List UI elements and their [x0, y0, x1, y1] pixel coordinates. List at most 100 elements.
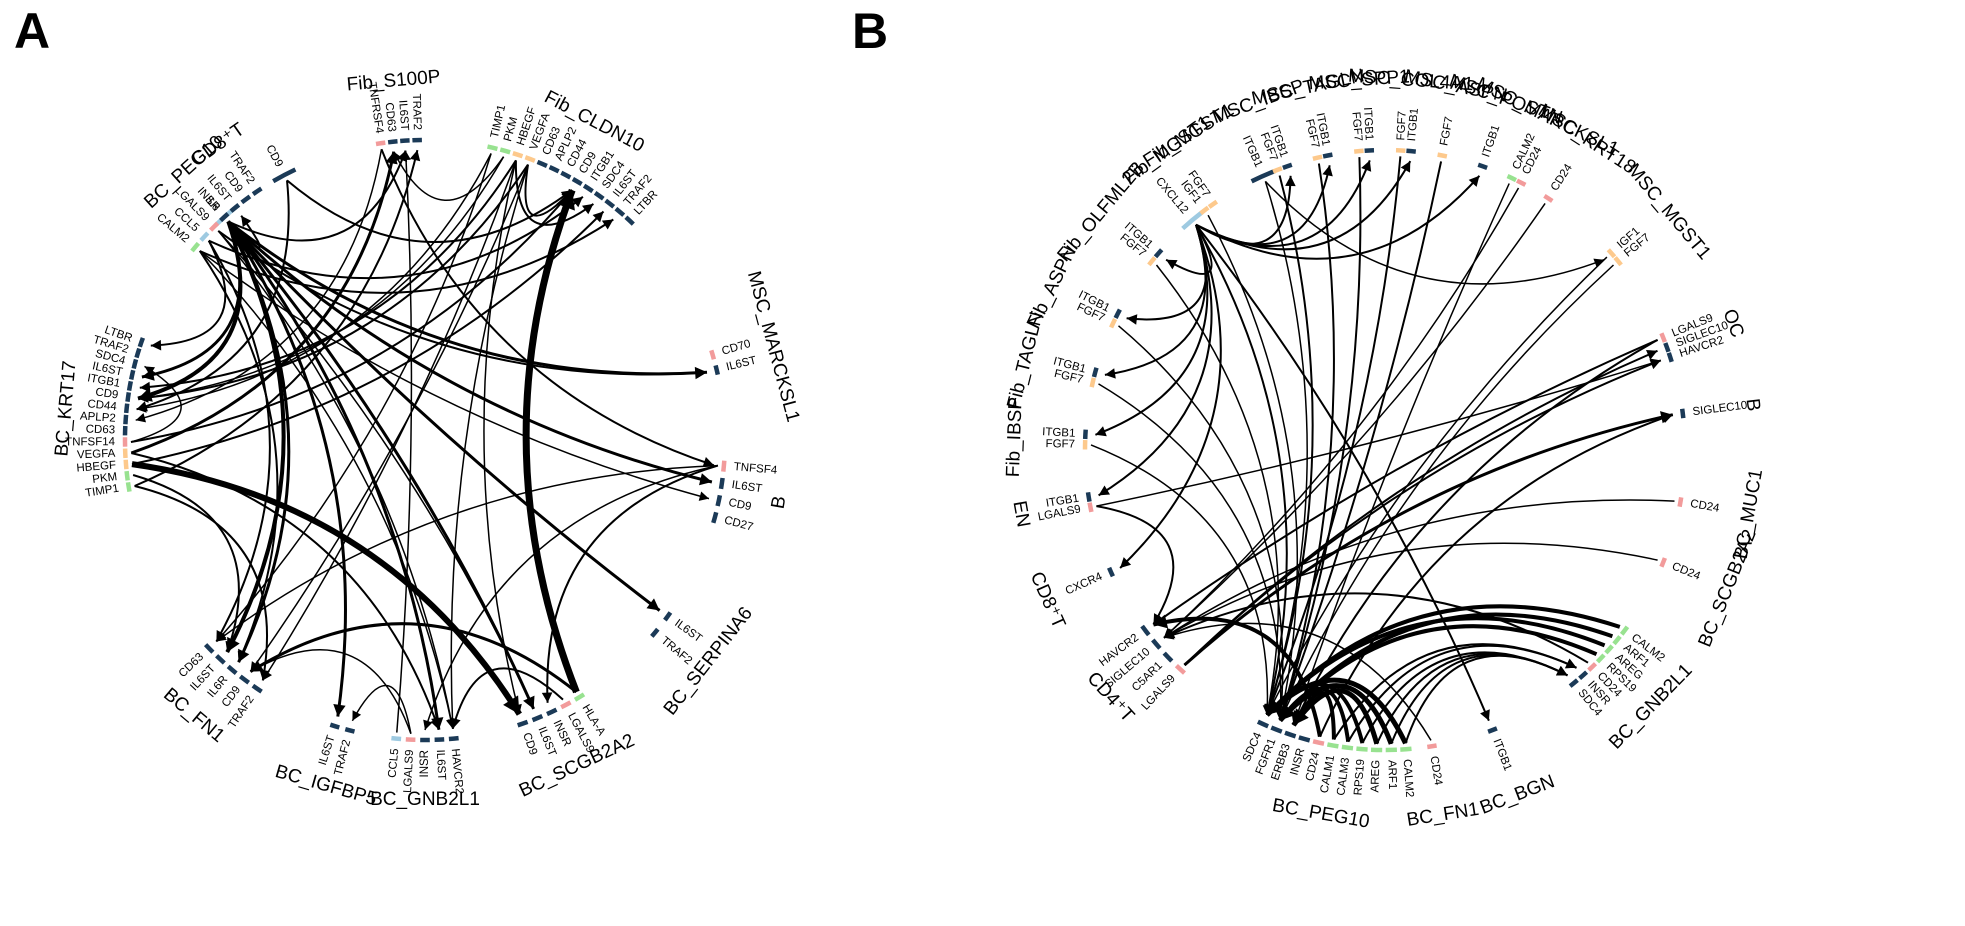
group-label: BC_PEG10 [1271, 795, 1371, 833]
gene-arc-cd9 [272, 167, 297, 184]
gene-label-insr: INSR [419, 750, 431, 777]
chord-link [1361, 651, 1568, 744]
gene-arc-il6r [226, 664, 238, 675]
chord-arrowhead [1120, 557, 1132, 568]
chord-link [483, 160, 521, 715]
chord-link [1183, 413, 1674, 667]
gene-arc-fgf7 [1312, 154, 1323, 161]
gene-label-traf2: TRAF2 [333, 739, 354, 777]
chord-link [451, 667, 564, 729]
chord-link [130, 189, 573, 443]
chord-link [1318, 413, 1674, 738]
gene-arc-sdc4 [131, 358, 139, 370]
gene-arc-insr [1298, 735, 1311, 743]
gene-arc-traf2 [614, 206, 626, 217]
gene-label-cd24: CD24 [1689, 498, 1721, 515]
gene-label-fgf7: FGF7 [1046, 438, 1076, 451]
gene-label-siglec10: SIGLEC10 [1692, 400, 1748, 419]
gene-arc-c5ar1 [1162, 651, 1174, 663]
gene-label-cd27: CD27 [723, 514, 755, 533]
gene-arc-itgb1 [1487, 726, 1498, 734]
gene-arc-cd24 [1659, 557, 1668, 568]
gene-label-itgb1: ITGB1 [1361, 107, 1375, 141]
chord-arrowhead [1104, 368, 1116, 379]
chord-link [1207, 214, 1299, 721]
gene-arc-cd24 [1587, 662, 1598, 672]
chord-layer [130, 148, 719, 734]
group-label: BC_FN1 [1405, 799, 1480, 831]
chord-arrowhead [1650, 358, 1661, 368]
chord-link [1278, 686, 1351, 742]
gene-arc-cd63 [536, 159, 548, 168]
gene-label-il6st: IL6ST [725, 355, 758, 374]
gene-arc-havcr2 [448, 735, 459, 742]
group-label: Fib_S100P [346, 66, 441, 95]
gene-label-cd9: CD9 [95, 386, 119, 401]
panel-letter-a: A [14, 3, 50, 59]
chord-link [1266, 175, 1314, 716]
chord-link [1292, 183, 1510, 726]
chord-link [1195, 160, 1412, 251]
gene-arc-traf2 [344, 727, 356, 734]
gene-label-il6st: IL6ST [434, 749, 447, 780]
chord-link [131, 452, 440, 731]
gene-arc-aplp2 [548, 165, 560, 174]
chord-link [546, 464, 719, 703]
chord-link [1195, 175, 1292, 245]
gene-label-itgb1: ITGB1 [1042, 426, 1076, 440]
chord-link [1265, 681, 1365, 744]
gene-arc-siglec10 [1151, 638, 1162, 650]
chord-link [1163, 202, 1546, 639]
gene-arc-cd9 [571, 177, 583, 187]
chord-arrowhead [1267, 700, 1282, 715]
group-label: BC_IGFBP5 [273, 761, 379, 810]
gene-label-cd44: CD44 [87, 398, 118, 413]
gene-arc-hbegf [512, 151, 524, 159]
chord-link [217, 230, 708, 376]
gene-arc-hla-a [573, 692, 586, 702]
group-label: BC_BGN [1477, 771, 1557, 819]
chord-link [130, 365, 182, 443]
chord-link [1163, 499, 1675, 639]
gene-label-cd70: CD70 [721, 338, 753, 358]
chord-arrowhead [250, 662, 261, 672]
chord-arrowhead [216, 630, 226, 642]
gene-arc-igf1 [1606, 248, 1617, 259]
chord-link [1195, 224, 1288, 716]
gene-label-havcr2: HAVCR2 [449, 748, 465, 795]
gene-label-itgb1: ITGB1 [1406, 108, 1421, 142]
chord-link [131, 461, 522, 716]
group-label: OC [1718, 306, 1747, 340]
group-label: BC_SERPINA6 [660, 603, 757, 719]
gene-arc-itgb1 [1091, 367, 1099, 378]
gene-arc-pkm [124, 470, 130, 481]
gene-arc-itgb1 [1477, 162, 1488, 171]
gene-arc-traf2 [134, 347, 142, 359]
chord-arrowhead [1163, 628, 1176, 639]
gene-arc-itgb1 [1406, 148, 1417, 154]
chord-link [351, 684, 412, 734]
gene-arc-traf2 [650, 627, 660, 638]
chord-link [1096, 359, 1662, 507]
chord-link [1118, 325, 1284, 721]
gene-arc-rps19 [1356, 746, 1368, 752]
gene-arc-calm2 [1619, 625, 1630, 636]
gene-arc-fgf7 [1272, 166, 1283, 174]
chord-arrowhead [1095, 426, 1107, 437]
gene-label-il6st: IL6ST [672, 617, 704, 645]
gene-arc-sdc4 [1568, 678, 1579, 688]
chord-arrowhead [582, 203, 594, 215]
chord-link [139, 159, 517, 389]
chord-arrowhead [144, 366, 155, 376]
chord-link [1098, 224, 1213, 497]
chord-link [1195, 224, 1490, 722]
gene-arc-ccl5 [199, 231, 210, 242]
gene-arc-hbegf [123, 459, 129, 470]
gene-label-hbegf: HBEGF [76, 459, 116, 474]
chord-link [198, 250, 279, 663]
